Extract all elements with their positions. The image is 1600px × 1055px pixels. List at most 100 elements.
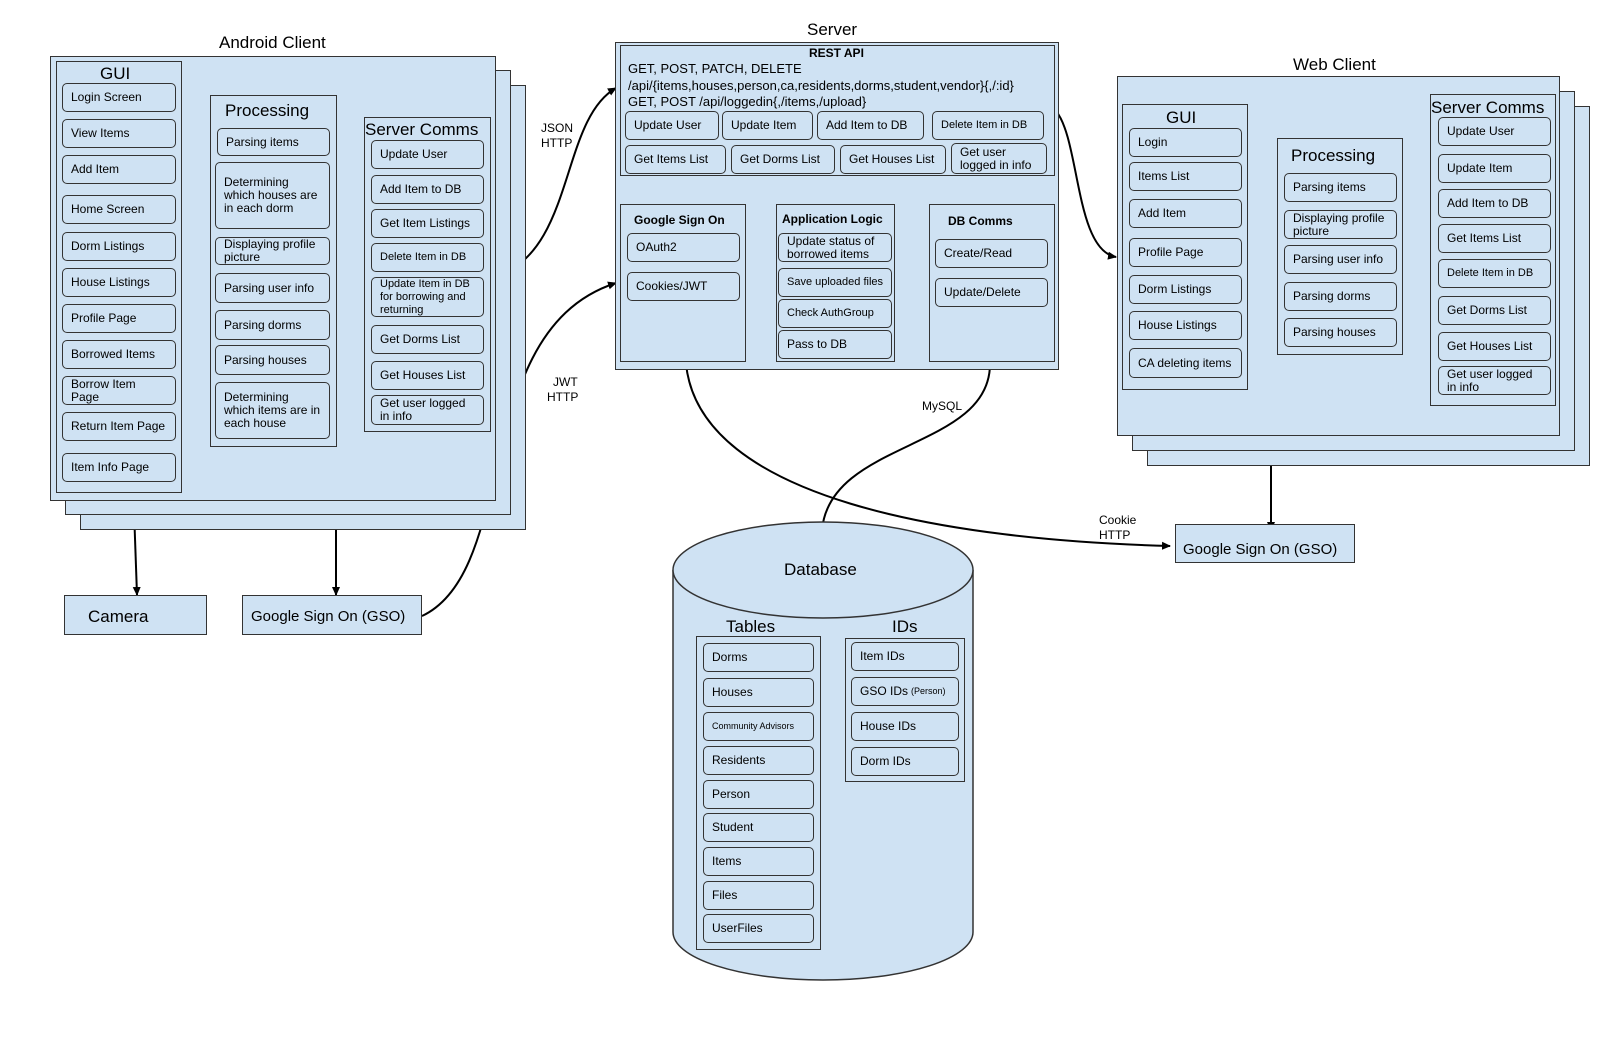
web-gui-item-3: Profile Page [1129,238,1242,267]
db-comms-title: DB Comms [948,214,1013,228]
db-id-2: House IDs [851,712,959,741]
android-gui-item-7: Borrowed Items [62,340,176,369]
android-comms-item-1: Add Item to DB [371,175,484,204]
web-comms-title: Server Comms [1431,98,1545,117]
arrow-server-webgso-cookie [681,355,1171,550]
camera-label: Camera [88,607,149,626]
mysql-label: MySQL [922,399,963,413]
tables-title: Tables [726,617,776,636]
ids-title: IDs [892,617,918,636]
web-client-title: Web Client [1293,55,1376,74]
db-table-1: Houses [703,678,814,707]
db-table-7: Files [703,881,814,910]
android-gui-item-9: Return Item Page [62,412,176,441]
app-logic-title: Application Logic [782,212,883,226]
app-logic-item-3: Pass to DB [778,330,892,359]
web-gui-item-0: Login [1129,128,1242,157]
db-id-suffix: (Person) [911,686,946,696]
android-processing-item-4: Parsing dorms [215,310,330,340]
rest-endpoint-row1-3: Delete Item in DB [932,111,1044,140]
android-comms-item-0: Update User [371,140,484,169]
rest-api-methods: GET, POST, PATCH, DELETE [628,61,802,76]
android-processing-title: Processing [225,101,310,120]
server-gso-item-0: OAuth2 [627,233,740,262]
android-gui-item-0: Login Screen [62,83,176,112]
android-comms-title: Server Comms [365,120,479,139]
db-table-4: Person [703,780,814,809]
db-id-0: Item IDs [851,642,959,671]
android-comms-item-3: Delete Item in DB [371,243,484,272]
web-comms-item-3: Get Items List [1438,224,1551,253]
android-gso-label: Google Sign On (GSO) [251,608,406,625]
android-gui-title: GUI [100,64,131,83]
app-logic-item-2: Check AuthGroup [778,299,892,328]
db-table-0: Dorms [703,643,814,672]
db-table-8: UserFiles [703,914,814,943]
web-processing-title: Processing [1291,146,1376,165]
app-logic-item-0: Update status of borrowed items [778,233,892,262]
rest-api-loggedin-routes: GET, POST /api/loggedin{,/items,/upload} [628,94,867,109]
web-processing-item-3: Parsing dorms [1284,282,1397,311]
arrow-server-database-mysql [818,355,995,531]
android-client-title: Android Client [219,33,326,52]
database-title: Database [784,560,857,579]
android-gui-item-1: View Items [62,119,176,148]
android-gui-item-6: Profile Page [62,304,176,333]
web-gso-box [1175,524,1355,563]
db-id-1: GSO IDs(Person) [851,677,959,706]
web-gui-title: GUI [1166,108,1197,127]
db-table-3: Residents [703,746,814,775]
android-processing-item-5: Parsing houses [215,345,330,375]
android-comms-item-7: Get user logged in info [371,395,484,425]
db-comms-item-1: Update/Delete [935,278,1048,307]
rest-endpoint-row2-2: Get Houses List [840,145,946,174]
http-label-1: HTTP [541,136,573,150]
web-comms-item-0: Update User [1438,117,1551,146]
rest-endpoint-row1-2: Add Item to DB [817,111,924,140]
web-comms-item-4: Delete Item in DB [1438,259,1551,288]
db-id-label: House IDs [860,719,917,733]
db-table-5: Student [703,813,814,842]
jwt-label: JWT [553,375,578,389]
web-gui-item-6: CA deleting items [1129,348,1242,378]
rest-endpoint-row2-0: Get Items List [625,145,726,174]
http-label-2: HTTP [547,390,579,404]
db-comms-item-0: Create/Read [935,239,1048,268]
db-id-label: Item IDs [860,649,905,663]
android-comms-item-4: Update Item in DB for borrowing and retu… [371,277,484,317]
rest-endpoint-row1-1: Update Item [722,111,813,140]
json-label: JSON [541,121,574,135]
android-comms-item-5: Get Dorms List [371,325,484,354]
rest-endpoint-row2-1: Get Dorms List [731,145,835,174]
camera-box [64,595,207,635]
web-processing-item-1: Displaying profile picture [1284,210,1397,239]
web-comms-item-1: Update Item [1438,154,1551,183]
db-id-label: Dorm IDs [860,754,911,768]
server-title: Server [807,20,858,39]
android-processing-item-0: Parsing items [217,128,330,156]
rest-api-title: REST API [809,46,864,60]
web-processing-item-0: Parsing items [1284,173,1397,202]
android-gui-item-4: Dorm Listings [62,232,176,261]
android-gso-box [242,595,422,635]
android-processing-item-1: Determining which houses are in each dor… [215,162,330,229]
web-comms-item-7: Get user logged in info [1438,366,1551,395]
android-processing-item-3: Parsing user info [215,273,330,303]
db-id-3: Dorm IDs [851,747,959,776]
web-gui-item-4: Dorm Listings [1129,275,1242,304]
android-comms-item-2: Get Item Listings [371,209,484,238]
android-gui-item-10: Item Info Page [62,453,176,482]
web-comms-item-2: Add Item to DB [1438,189,1551,218]
web-gso-label: Google Sign On (GSO) [1183,541,1338,558]
web-processing-item-4: Parsing houses [1284,318,1397,347]
android-gui-item-3: Home Screen [62,195,176,224]
web-gui-item-2: Add Item [1129,199,1242,228]
rest-api-routes: /api/{items,houses,person,ca,residents,d… [628,78,1014,93]
web-processing-item-2: Parsing user info [1284,245,1397,274]
db-id-label: GSO IDs [860,684,909,698]
server-gso-title: Google Sign On [634,213,725,227]
db-table-2: Community Advisors [703,712,814,741]
cookie-label: Cookie [1099,513,1137,527]
web-gui-item-1: Items List [1129,162,1242,191]
db-table-6: Items [703,847,814,876]
